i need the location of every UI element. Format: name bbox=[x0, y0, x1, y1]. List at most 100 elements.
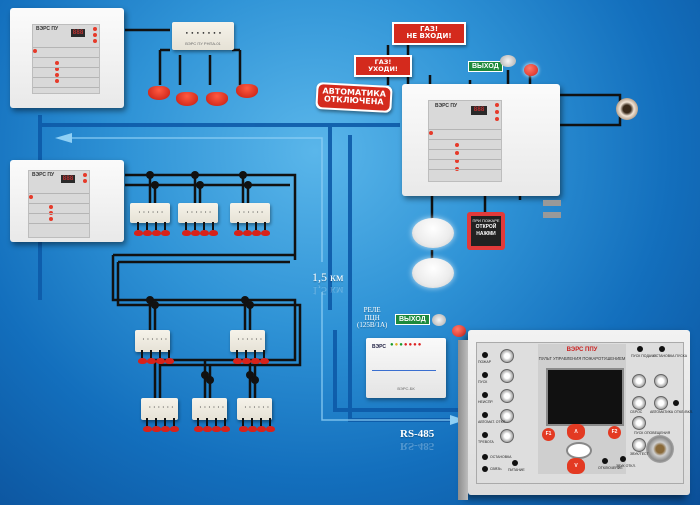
led bbox=[495, 117, 499, 121]
console-button[interactable] bbox=[632, 416, 646, 430]
led bbox=[495, 103, 499, 107]
nozzle-icon bbox=[266, 426, 275, 432]
indicator-led bbox=[482, 454, 488, 460]
call-point-text: ОТКРОЙ bbox=[475, 223, 497, 230]
console-button[interactable] bbox=[654, 374, 668, 388]
nozzle-icon bbox=[239, 426, 248, 432]
nozzle-pipe bbox=[242, 418, 244, 426]
distance-label-reflection: 1,5 км bbox=[312, 284, 344, 298]
exit-sign-top: ВЫХОД bbox=[468, 61, 503, 72]
control-panel-right: ВЭРС ПУ 888 bbox=[402, 84, 560, 196]
panel-brand: ВЭРС ПУ bbox=[36, 26, 59, 32]
nozzle-pipe bbox=[185, 222, 187, 230]
pressure-gauge-icon bbox=[616, 98, 638, 120]
nozzle-icon bbox=[165, 358, 174, 364]
divider bbox=[29, 203, 89, 204]
divider bbox=[429, 149, 501, 150]
f2-button[interactable]: F2 bbox=[608, 426, 621, 439]
divider bbox=[29, 213, 89, 214]
sign-gas-no-enter: ГАЗ! НЕ ВХОДИ! bbox=[392, 22, 466, 45]
manual-call-point: ПРИ ПОЖАРЕ ОТКРОЙ НАЖМИ bbox=[467, 212, 505, 250]
console-button[interactable] bbox=[500, 409, 514, 423]
divider bbox=[29, 223, 89, 224]
nozzle-icon bbox=[194, 426, 203, 432]
nozzle-pipe bbox=[215, 418, 217, 426]
nozzle-pipe bbox=[251, 418, 253, 426]
nozzle-pipe bbox=[146, 418, 148, 426]
rpa-module: • • • • • • bbox=[237, 398, 272, 420]
console-title: ВЭРС ППУ bbox=[566, 347, 598, 353]
console-button[interactable] bbox=[500, 349, 514, 363]
led bbox=[83, 179, 87, 183]
nozzle-pipe bbox=[155, 418, 157, 426]
sign-line: ОТКЛЮЧЕНА bbox=[323, 94, 384, 107]
indicator-led bbox=[620, 456, 626, 462]
rpa-module: • • • • • • bbox=[178, 203, 218, 223]
distance-label: 1,5 км bbox=[312, 270, 344, 284]
nozzle-pipe bbox=[155, 222, 157, 230]
divider bbox=[429, 129, 501, 130]
exit-sign-bottom: ВЫХОД bbox=[395, 314, 430, 325]
smoke-detector-icon bbox=[412, 258, 454, 288]
nozzle-icon bbox=[251, 358, 260, 364]
bus-arrow-right bbox=[450, 415, 465, 425]
sounder-icon bbox=[432, 314, 446, 326]
rpa-module: • • • • • • bbox=[130, 203, 170, 223]
sign-gas-leave: ГАЗ! УХОДИ! bbox=[354, 55, 412, 77]
key-switch-icon[interactable] bbox=[646, 435, 674, 463]
sign-line: ГАЗ! bbox=[419, 25, 439, 33]
nozzle-icon bbox=[233, 358, 242, 364]
nozzle-pipe bbox=[173, 418, 175, 426]
nozzle-icon bbox=[252, 230, 261, 236]
console-label: АВТОМАТ. ОТКЛ. bbox=[478, 420, 506, 424]
module-indicators: ● ● ● ● ● ● ● bbox=[185, 29, 223, 35]
console-button[interactable] bbox=[500, 429, 514, 443]
console-button[interactable] bbox=[632, 396, 646, 410]
indicator-led bbox=[482, 392, 488, 398]
down-button[interactable]: V bbox=[567, 458, 585, 474]
led bbox=[29, 195, 33, 199]
relay-line: (125В/1А) bbox=[357, 321, 388, 330]
bk-divider bbox=[372, 370, 436, 371]
console-button[interactable] bbox=[632, 374, 646, 388]
nozzle-icon bbox=[143, 426, 152, 432]
indicator-led bbox=[602, 458, 608, 464]
nozzle-icon bbox=[200, 230, 209, 236]
nozzle-icon bbox=[221, 426, 230, 432]
indicator-led bbox=[482, 372, 488, 378]
nozzle-pipe bbox=[206, 418, 208, 426]
nozzle-pipe bbox=[264, 222, 266, 230]
nozzle-pipe bbox=[168, 350, 170, 358]
ok-button[interactable] bbox=[566, 442, 592, 459]
indicator-led bbox=[482, 432, 488, 438]
console-side bbox=[458, 340, 468, 500]
console-button[interactable] bbox=[632, 438, 646, 452]
led bbox=[455, 159, 459, 163]
panel-face: ВЭРС ПУ 888 bbox=[428, 100, 502, 182]
divider bbox=[29, 193, 89, 194]
console-button[interactable] bbox=[500, 389, 514, 403]
f1-button[interactable]: F1 bbox=[542, 428, 555, 441]
rpa-module: • • • • • • bbox=[230, 330, 265, 352]
nozzle-icon bbox=[206, 92, 228, 106]
divider bbox=[429, 139, 501, 140]
nozzle-icon bbox=[236, 84, 258, 98]
console-button[interactable] bbox=[500, 369, 514, 383]
nozzle-pipe bbox=[197, 418, 199, 426]
nozzle-icon bbox=[147, 358, 156, 364]
led bbox=[33, 49, 37, 53]
sign-line: ГАЗ! bbox=[374, 58, 392, 66]
nozzle-pipe bbox=[141, 350, 143, 358]
rpa-module: • • • • • • bbox=[230, 203, 270, 223]
up-button[interactable]: Λ bbox=[567, 424, 585, 440]
nozzle-icon bbox=[234, 230, 243, 236]
console-button[interactable] bbox=[654, 396, 668, 410]
console-label: ПОЖАР bbox=[478, 360, 492, 364]
nozzle-pipe bbox=[255, 222, 257, 230]
nozzle-pipe bbox=[203, 222, 205, 230]
led bbox=[55, 73, 59, 77]
sign-line: НЕ ВХОДИ! bbox=[406, 32, 452, 41]
sign-line: УХОДИ! bbox=[368, 64, 398, 73]
rpa-module: • • • • • • bbox=[192, 398, 227, 420]
nozzle-icon bbox=[152, 426, 161, 432]
